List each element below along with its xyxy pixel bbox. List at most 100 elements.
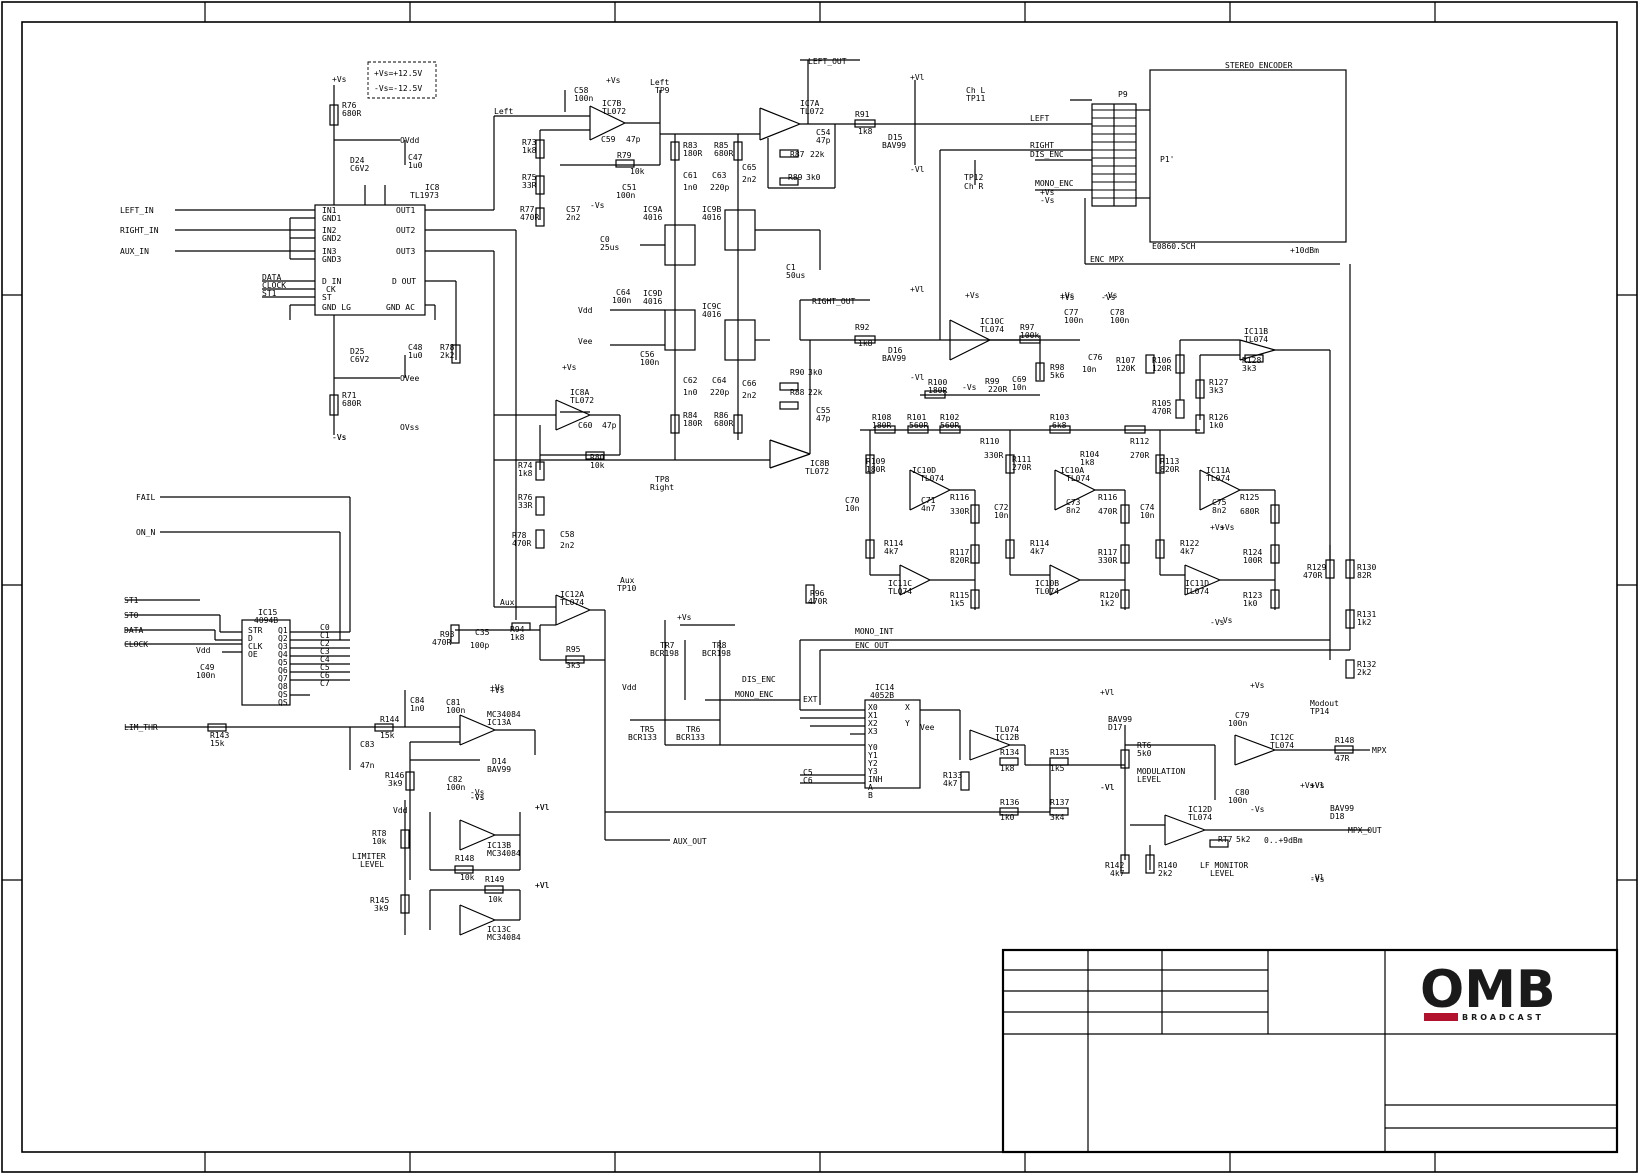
label-c70v: 10n xyxy=(845,504,860,513)
label-ic9dp: 4016 xyxy=(643,297,662,306)
label-c79v: 100n xyxy=(1228,719,1247,728)
label-vee3: Vee xyxy=(920,723,935,732)
label-c62: C62 xyxy=(683,376,698,385)
label-r77v: 470R xyxy=(520,213,539,222)
label-ic15-qs: QS xyxy=(278,690,288,699)
label-c74v: 10n xyxy=(1140,511,1155,520)
label-tr5: TR5 xyxy=(640,725,655,734)
label-r140v: 2k2 xyxy=(1158,869,1173,878)
label-r133v: 4k7 xyxy=(943,779,958,788)
label-ic8: IC8 xyxy=(425,183,440,192)
label-vsp: +Vs xyxy=(1040,188,1055,197)
label-ic14-inh: INH xyxy=(868,775,883,784)
label-tr6p: BCR133 xyxy=(676,733,705,742)
label-rt6: RT6 xyxy=(1137,741,1152,750)
label-tr8p: BCR198 xyxy=(702,649,731,658)
label-ic14-y1: Y1 xyxy=(868,751,878,760)
label-r136v: 1k0 xyxy=(1000,813,1015,822)
label-vs9: -Vs xyxy=(1103,291,1118,300)
label-r135v: 1k5 xyxy=(1050,764,1065,773)
label-mpx: MPX xyxy=(1372,746,1387,755)
connector-p9 xyxy=(1091,103,1150,207)
label-ic8-dout: D OUT xyxy=(392,277,416,286)
label-c54v: 47p xyxy=(816,136,831,145)
wires xyxy=(125,59,1370,936)
label-ic15-q5: Q5 xyxy=(278,658,288,667)
label-p9: P9 xyxy=(1118,90,1128,99)
label-aux-tp: Aux xyxy=(620,576,635,585)
label-r92v: 1k8 xyxy=(858,339,873,348)
label-r126: R126 xyxy=(1209,413,1228,422)
label-ic8p: TL1973 xyxy=(410,191,439,200)
label-mono-int: MONO_INT xyxy=(855,627,894,636)
label-r145: R145 xyxy=(370,896,389,905)
label-aux-in: AUX_IN xyxy=(120,247,149,256)
label-r108: R108 xyxy=(872,413,891,422)
label-ic14: IC14 xyxy=(875,683,894,692)
label-dis-enc: DIS_ENC xyxy=(1030,150,1064,159)
label-c84: C84 xyxy=(410,696,425,705)
label-d15: D15 xyxy=(888,133,903,142)
label-c79: C79 xyxy=(1235,711,1250,720)
label-vs6: +Vs xyxy=(965,291,980,300)
label-clock2: CLOCK xyxy=(124,640,148,649)
label-r123: R123 xyxy=(1243,591,1262,600)
label-ic15-c4: C4 xyxy=(320,655,330,664)
label-r124: R124 xyxy=(1243,548,1262,557)
label-r142v: 4k7 xyxy=(1110,869,1125,878)
label-r105: R105 xyxy=(1152,399,1171,408)
label-ic8-o1: OUT1 xyxy=(396,206,415,215)
label-mpx-out: MPX_OUT xyxy=(1348,826,1382,835)
label-ic10cp: TL074 xyxy=(980,325,1004,334)
label-c57: C57 xyxy=(566,205,581,214)
label-r109: R109 xyxy=(866,457,885,466)
label-r114v: 4k7 xyxy=(884,547,899,556)
label-d18: D18 xyxy=(1330,812,1345,821)
label-ic15-c7: C7 xyxy=(320,679,330,688)
label-ic8-st: ST xyxy=(322,293,332,302)
label-tp14: TP14 xyxy=(1310,707,1329,716)
label-c71: C71 xyxy=(921,496,936,505)
label-ic10ap: TL074 xyxy=(1066,474,1090,483)
label-c81v: 100n xyxy=(446,706,465,715)
label-left-tp: Left xyxy=(650,78,669,87)
label-vl3: +Vl xyxy=(910,285,925,294)
label-c63v: 220p xyxy=(710,183,729,192)
label-ic13a: IC13A xyxy=(487,718,511,727)
label-lim-thr: LIM_THR xyxy=(124,723,158,732)
label-r71: R71 xyxy=(342,391,357,400)
label-r144: R144 xyxy=(380,715,399,724)
label-ic15-c0: C0 xyxy=(320,623,330,632)
label-r100: R100 xyxy=(928,378,947,387)
label-r90: R90 xyxy=(790,368,805,377)
label-c51: C51 xyxy=(622,183,637,192)
stereo-encoder-part: E0860.SCH xyxy=(1152,242,1196,251)
label-ic15-clk: CLK xyxy=(248,642,263,651)
label-r92: R92 xyxy=(855,323,870,332)
label-r148bv: 47R xyxy=(1335,754,1350,763)
label-c65v: 2n2 xyxy=(742,175,757,184)
label-c6: C6 xyxy=(803,776,813,785)
label-aux-out: AUX_OUT xyxy=(673,837,707,846)
label-ic15-q1: Q1 xyxy=(278,626,288,635)
label-r129: R129 xyxy=(1307,563,1326,572)
label-c78: C78 xyxy=(1110,308,1125,317)
label-c35: C35 xyxy=(475,628,490,637)
label-data2: DATA xyxy=(124,626,143,635)
label-c61: C61 xyxy=(683,171,698,180)
label-vee: OVee xyxy=(400,374,419,383)
label-r140: R140 xyxy=(1158,861,1177,870)
label-right-out: RIGHT_OUT xyxy=(812,297,856,306)
label-r108v: 180R xyxy=(872,421,891,430)
label-vs20: -Vs xyxy=(1101,293,1116,302)
omb-logo: OMB BROADCAST xyxy=(1420,960,1556,1022)
label-ic15-d: D xyxy=(248,634,253,643)
label-r137v: 3k4 xyxy=(1050,813,1065,822)
label-c56: C56 xyxy=(640,350,655,359)
label-r136: R136 xyxy=(1000,798,1019,807)
label-r146: R146 xyxy=(385,771,404,780)
label-vs13: -Vs xyxy=(470,793,485,802)
label-vdd3: Vdd xyxy=(196,646,211,655)
label-r134: R134 xyxy=(1000,748,1019,757)
